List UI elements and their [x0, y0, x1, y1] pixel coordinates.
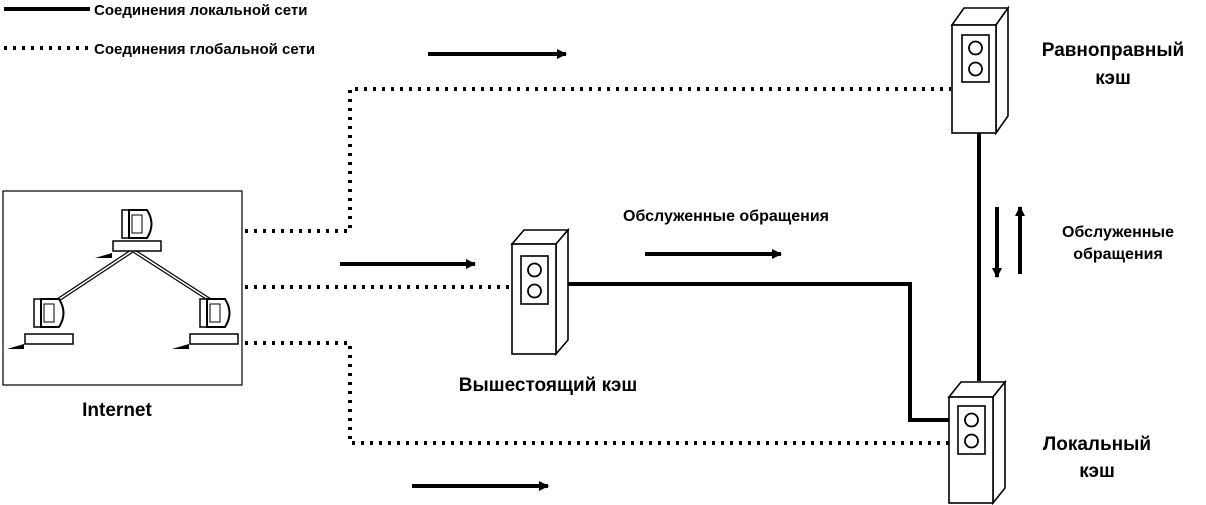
peer-cache-label-line2: кэш — [1095, 68, 1131, 89]
internet-box — [2, 190, 243, 386]
local-cache-label-line1: Локальный — [1043, 434, 1151, 455]
local-connections — [565, 133, 981, 422]
flow-arrows — [340, 49, 1025, 491]
global-link-to-peer-cache — [245, 87, 951, 233]
cache-server-icon — [950, 5, 1010, 136]
cache-server-icon — [947, 379, 1007, 505]
local-link-parent-to-local — [565, 282, 950, 422]
served-requests-peer-label-line1: Обслуженные — [1062, 224, 1174, 241]
served-requests-peer-label-line2: обращения — [1073, 246, 1163, 263]
network-link-right-inner — [133, 250, 211, 301]
legend-local-label: Соединения локальной сети — [94, 2, 307, 19]
computer-icon — [95, 209, 162, 258]
served-requests-label: Обслуженные обращения — [623, 208, 829, 225]
computer-icon — [172, 298, 239, 349]
parent-cache-label: Вышестоящий кэш — [459, 375, 637, 396]
internet-label: Internet — [82, 400, 152, 421]
network-link-left-inner — [57, 250, 133, 301]
computer-icon — [7, 298, 74, 349]
local-cache-label-line2: кэш — [1079, 461, 1115, 482]
legend-global-label: Соединения глобальной сети — [94, 41, 315, 58]
legend: Соединения локальной сети Соединения гло… — [4, 2, 315, 58]
global-link-to-local-cache — [245, 341, 951, 445]
global-connections — [245, 87, 951, 445]
cache-server-icon — [510, 227, 570, 357]
peer-cache-label-line1: Равноправный — [1042, 40, 1184, 61]
